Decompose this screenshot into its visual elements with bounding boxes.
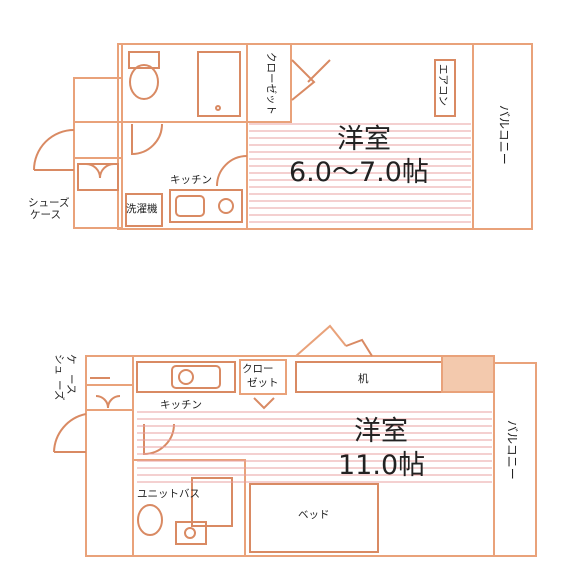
plan-a-washer-label: 洗濯機 xyxy=(126,202,158,215)
plan-b-shoe-case-2: ーズ xyxy=(53,380,66,400)
plan-a-shoe-case-2: ケース xyxy=(30,209,61,221)
plan-a-kitchen-counter xyxy=(169,189,243,223)
plan-a-aircon xyxy=(434,59,456,117)
plan-b-main-wall xyxy=(85,355,495,557)
plan-b-floor xyxy=(137,411,492,483)
plan-b-entry-door xyxy=(53,413,87,453)
plan-b-closet-label-2: ゼット xyxy=(247,377,279,389)
plan-b-balcony xyxy=(493,362,537,557)
plan-b-closet xyxy=(239,359,287,395)
plan-a-room-size: 6.0〜7.0帖 xyxy=(289,157,429,188)
plan-a-washer-box xyxy=(125,193,163,227)
plan-b-bath-label: ユニットバス xyxy=(137,488,200,500)
plan-a-entry-door xyxy=(33,129,75,171)
plan-b-shoe-case-1: シュ xyxy=(53,354,65,375)
plan-b-unit-bath xyxy=(132,459,246,557)
plan-b-kitchen-counter xyxy=(136,361,236,393)
plan-b-balcony-label: バルコニー xyxy=(505,420,519,480)
plan-b-bed-label: ベッド xyxy=(298,509,330,521)
plan-a-floor xyxy=(249,123,471,223)
plan-a-aircon-label: エアコン xyxy=(437,64,449,106)
plan-a-toilet xyxy=(129,64,159,100)
plan-b xyxy=(53,324,537,557)
plan-b-desk xyxy=(295,361,443,393)
plan-a-room-name: 洋室 xyxy=(337,124,391,155)
plan-a-shoe-case xyxy=(77,163,119,191)
plan-a xyxy=(33,43,533,230)
plan-a-labels: 洋室 6.0〜7.0帖 キッチン 洗濯機 シューズ ケース クローゼット エアコ… xyxy=(28,52,511,221)
plan-b-labels: 洋室 11.0帖 キッチン 机 クロー ゼット ユニットバス ベッド シュ ーズ… xyxy=(53,354,519,521)
plan-b-room-name: 洋室 xyxy=(354,416,408,447)
plan-b-room-size: 11.0帖 xyxy=(338,450,425,481)
plan-b-toilet xyxy=(137,504,163,536)
plan-b-kitchen-label: キッチン xyxy=(160,399,202,411)
plan-a-bathroom xyxy=(121,43,248,123)
plan-a-closet xyxy=(246,43,292,123)
plan-a-shoe-case-1: シューズ xyxy=(28,196,69,209)
plan-a-outer-wall xyxy=(73,77,123,229)
plan-a-balcony xyxy=(472,43,533,230)
plan-a-bathtub xyxy=(197,51,241,117)
plan-b-shoe-case-3: ケ xyxy=(65,354,77,365)
plan-b-bed xyxy=(249,483,379,553)
plan-b-shoe-case-4: ース xyxy=(65,374,77,394)
plan-b-bay-window xyxy=(295,324,347,357)
plan-a-closet-label: クローゼット xyxy=(265,52,277,115)
plan-a-kitchen-label: キッチン xyxy=(170,174,212,186)
plan-b-desk-label: 机 xyxy=(358,372,369,385)
plan-b-closet-label-1: クロー xyxy=(242,363,274,375)
plan-a-balcony-label: バルコニー xyxy=(497,105,511,165)
